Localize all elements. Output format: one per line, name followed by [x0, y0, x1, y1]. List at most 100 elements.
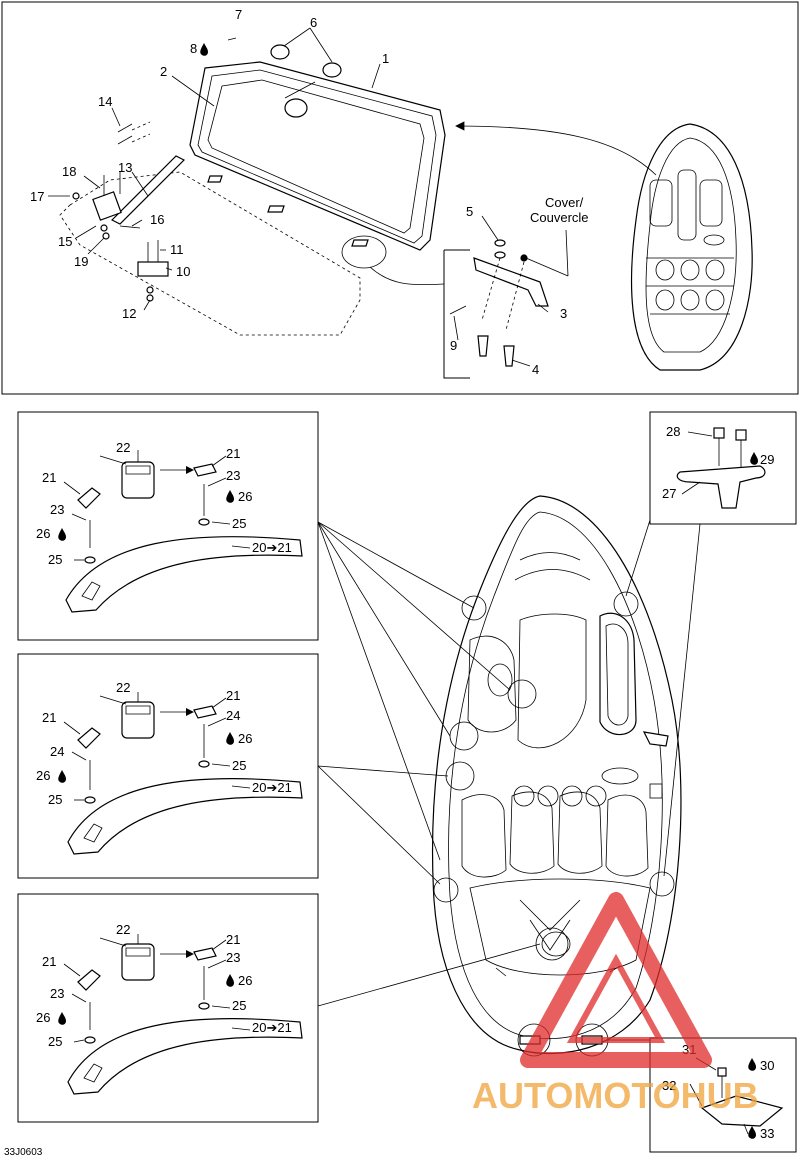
- callout-18: 18: [62, 164, 76, 179]
- callout-10: 10: [176, 264, 190, 279]
- inset-1-leaders: [63, 450, 251, 561]
- inset1-callout-23b: 23: [226, 468, 240, 483]
- inset1-callout-25a: 25: [48, 552, 62, 567]
- rear-callout-33: 33: [760, 1126, 774, 1141]
- inset3-callout-20-21: 20➔21: [252, 1020, 292, 1035]
- callout-15: 15: [58, 234, 72, 249]
- cover-detail-box: [443, 249, 470, 379]
- inset3-callout-25a: 25: [48, 1034, 62, 1049]
- drop-icon: [748, 1058, 756, 1071]
- cleat-callout-29: 29: [760, 452, 774, 467]
- callout-11: 11: [170, 242, 184, 257]
- watermark-logo: AUTOMOTOHUB: [472, 892, 759, 1116]
- inset3-callout-22: 22: [116, 922, 130, 937]
- inset-1-frame: [17, 411, 319, 641]
- callout-6: 6: [310, 15, 317, 30]
- diagram-code: 33J0603: [4, 1147, 43, 1158]
- inset3-callout-23a: 23: [50, 986, 64, 1001]
- inset-3-frame: [17, 893, 319, 1123]
- callout-1: 1: [382, 51, 389, 66]
- drop-icon: [200, 43, 208, 56]
- inset1-callout-21a: 21: [42, 470, 56, 485]
- inset2-callout-26a: 26: [36, 768, 50, 783]
- drop-icon: [58, 770, 66, 783]
- cleat-leader-28: [687, 431, 713, 437]
- top-leader-lines: [48, 27, 569, 367]
- inset3-callout-26a: 26: [36, 1010, 50, 1025]
- inset-1-parts: [65, 461, 303, 613]
- inset-3-parts: [67, 943, 303, 1095]
- cover-latch-2: [267, 205, 285, 213]
- rear-callout-32: 32: [662, 1078, 676, 1093]
- watercraft-top-view: [630, 123, 753, 371]
- inset2-callout-21a: 21: [42, 710, 56, 725]
- inset-3-leaders: [63, 934, 251, 1043]
- callout-17: 17: [30, 189, 44, 204]
- callout-12: 12: [122, 306, 136, 321]
- inset1-callout-23a: 23: [50, 502, 64, 517]
- cover-latch-3: [351, 239, 369, 247]
- strap-assembly: [72, 121, 186, 302]
- inset-2-parts: [67, 701, 303, 855]
- grommets: [227, 37, 342, 78]
- cleat-leader-27: [681, 481, 701, 495]
- inset2-callout-25a: 25: [48, 792, 62, 807]
- callout-13: 13: [118, 160, 132, 175]
- inset2-callout-21b: 21: [226, 688, 240, 703]
- inset3-callout-25b: 25: [232, 998, 246, 1013]
- drop-icon: [750, 452, 758, 465]
- rear-inset-frame: [649, 1037, 797, 1153]
- inset2-callout-22: 22: [116, 680, 130, 695]
- cleat-parts: [676, 427, 766, 509]
- callout-19: 19: [74, 254, 88, 269]
- callout-8: 8: [190, 41, 197, 56]
- rear-parts: [700, 1067, 784, 1127]
- inset1-callout-26b: 26: [238, 489, 252, 504]
- cover-detail-part: [473, 257, 549, 307]
- callout-2: 2: [160, 64, 167, 79]
- watermark-text: AUTOMOTOHUB: [472, 1075, 759, 1116]
- inset1-callout-22: 22: [116, 440, 130, 455]
- callout-4: 4: [532, 362, 539, 377]
- callout-5: 5: [466, 204, 473, 219]
- callout-3: 3: [560, 306, 567, 321]
- watermark-triangle-icon: [520, 892, 712, 1068]
- storage-cover: [189, 61, 446, 251]
- drop-icon: [748, 1126, 756, 1139]
- inset2-callout-24a: 24: [50, 744, 64, 759]
- top-panel-frame: [1, 1, 799, 395]
- drop-icon: [58, 1012, 66, 1025]
- drop-icon: [226, 732, 234, 745]
- detail-circle: [341, 235, 387, 269]
- inset2-callout-25b: 25: [232, 758, 246, 773]
- callout-7: 7: [235, 7, 242, 22]
- inset1-callout-21b: 21: [226, 446, 240, 461]
- storage-dashed-outline: [59, 171, 361, 336]
- cover-latch-1: [207, 175, 223, 183]
- callout-14: 14: [98, 94, 112, 109]
- inset2-callout-24b: 24: [226, 708, 240, 723]
- cover-label-line1: Cover/: [545, 195, 584, 210]
- inset3-callout-23b: 23: [226, 950, 240, 965]
- drop-icon: [226, 974, 234, 987]
- inset-2-leaders: [63, 692, 251, 801]
- inset3-callout-21b: 21: [226, 932, 240, 947]
- inset1-callout-26a: 26: [36, 526, 50, 541]
- inset1-callout-25b: 25: [232, 516, 246, 531]
- watercraft-main-view: [431, 495, 682, 1055]
- inset1-callout-20-21: 20➔21: [252, 540, 292, 555]
- rear-leader-32: [689, 1083, 703, 1107]
- inset3-callout-21a: 21: [42, 954, 56, 969]
- cleat-callout-27: 27: [662, 486, 676, 501]
- inset2-callout-20-21: 20➔21: [252, 780, 292, 795]
- inset3-callout-26b: 26: [238, 973, 252, 988]
- cover-label-line2: Couvercle: [530, 210, 589, 225]
- drop-icon: [58, 528, 66, 541]
- rear-callout-30: 30: [760, 1058, 774, 1073]
- callout-16: 16: [150, 212, 164, 227]
- cleat-callout-28: 28: [666, 424, 680, 439]
- drop-icon: [226, 490, 234, 503]
- callout-9: 9: [450, 338, 457, 353]
- cleat-inset-frame: [649, 411, 797, 525]
